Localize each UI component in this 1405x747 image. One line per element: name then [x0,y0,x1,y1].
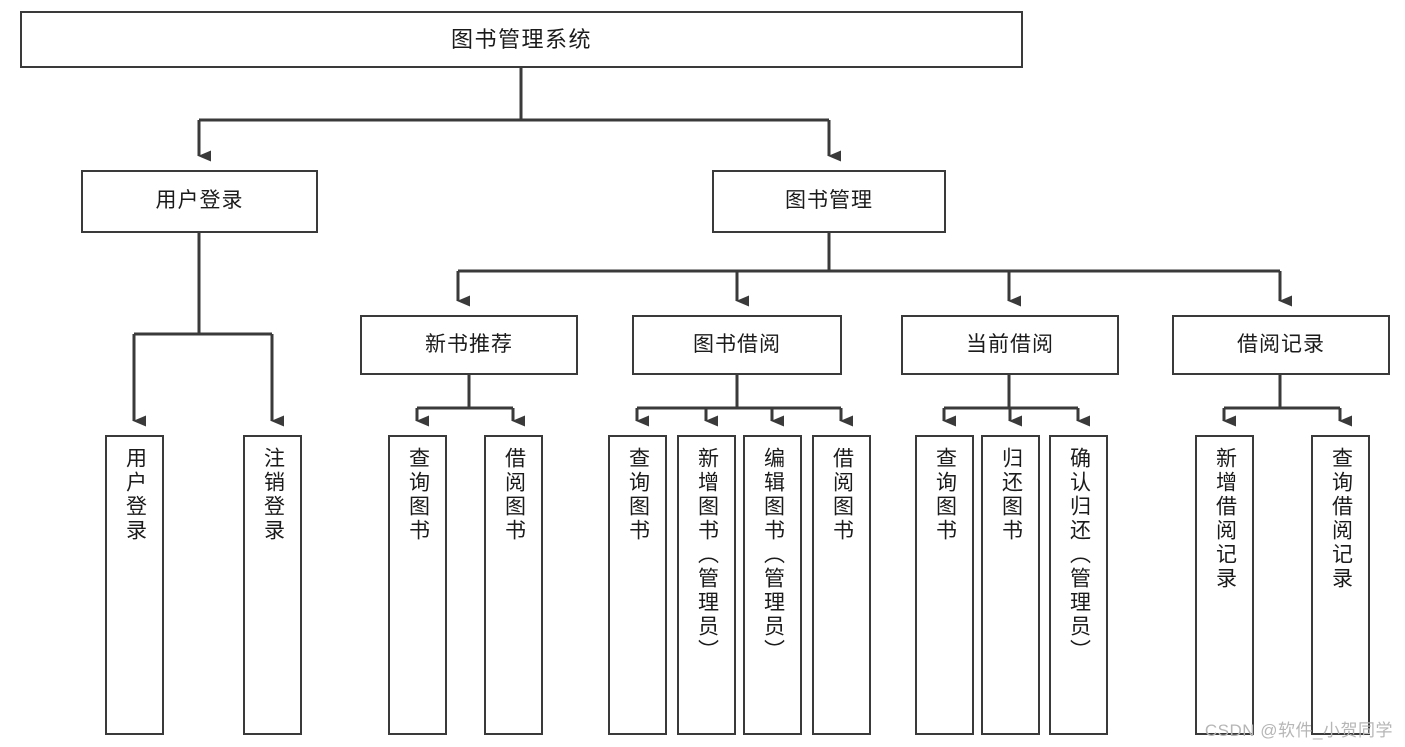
leaf-borrow-edit-book-admin[interactable]: 编辑图书（管理员） [743,435,802,735]
node-current-borrow[interactable]: 当前借阅 [901,315,1119,375]
leaf-current-query-book[interactable]: 查询图书 [915,435,974,735]
leaf-records-add-record[interactable]: 新增借阅记录 [1195,435,1254,735]
node-label: 新书推荐 [425,332,513,356]
node-label: 新增借阅记录 [1213,447,1237,591]
node-label: 确认归还（管理员） [1067,447,1091,663]
node-label: 借阅图书 [830,447,854,543]
leaf-new-book-query-book[interactable]: 查询图书 [388,435,447,735]
node-book-borrow[interactable]: 图书借阅 [632,315,842,375]
node-label: 查询图书 [626,447,650,543]
node-label: 用户登录 [155,189,244,213]
node-label: 归还图书 [999,447,1023,543]
node-label: 借阅图书 [502,447,526,543]
node-label: 查询图书 [933,447,957,543]
node-label: 图书管理系统 [450,26,592,52]
leaf-records-query-record[interactable]: 查询借阅记录 [1311,435,1370,735]
node-label: 用户登录 [123,447,147,543]
leaf-current-return-book[interactable]: 归还图书 [981,435,1040,735]
leaf-borrow-borrow-book[interactable]: 借阅图书 [812,435,871,735]
node-user-login[interactable]: 用户登录 [81,170,318,233]
leaf-borrow-add-book-admin[interactable]: 新增图书（管理员） [677,435,736,735]
node-label: 查询图书 [406,447,430,543]
leaf-new-book-borrow-book[interactable]: 借阅图书 [484,435,543,735]
node-label: 图书借阅 [693,332,781,356]
node-label: 新增图书（管理员） [695,447,719,663]
leaf-borrow-query-book[interactable]: 查询图书 [608,435,667,735]
node-label: 编辑图书（管理员） [761,447,785,663]
node-book-management[interactable]: 图书管理 [712,170,946,233]
node-label: 图书管理 [785,189,873,213]
node-label: 当前借阅 [966,332,1054,356]
node-label: 注销登录 [261,447,285,543]
leaf-current-confirm-return-admin[interactable]: 确认归还（管理员） [1049,435,1108,735]
node-new-book-recommend[interactable]: 新书推荐 [360,315,578,375]
leaf-user-login-login[interactable]: 用户登录 [105,435,164,735]
node-root-system[interactable]: 图书管理系统 [20,11,1023,68]
watermark-text: CSDN @软件_小贺同学 [1204,721,1393,740]
leaf-user-login-logout[interactable]: 注销登录 [243,435,302,735]
node-label: 借阅记录 [1237,332,1325,356]
node-label: 查询借阅记录 [1329,447,1353,591]
node-borrow-records[interactable]: 借阅记录 [1172,315,1390,375]
